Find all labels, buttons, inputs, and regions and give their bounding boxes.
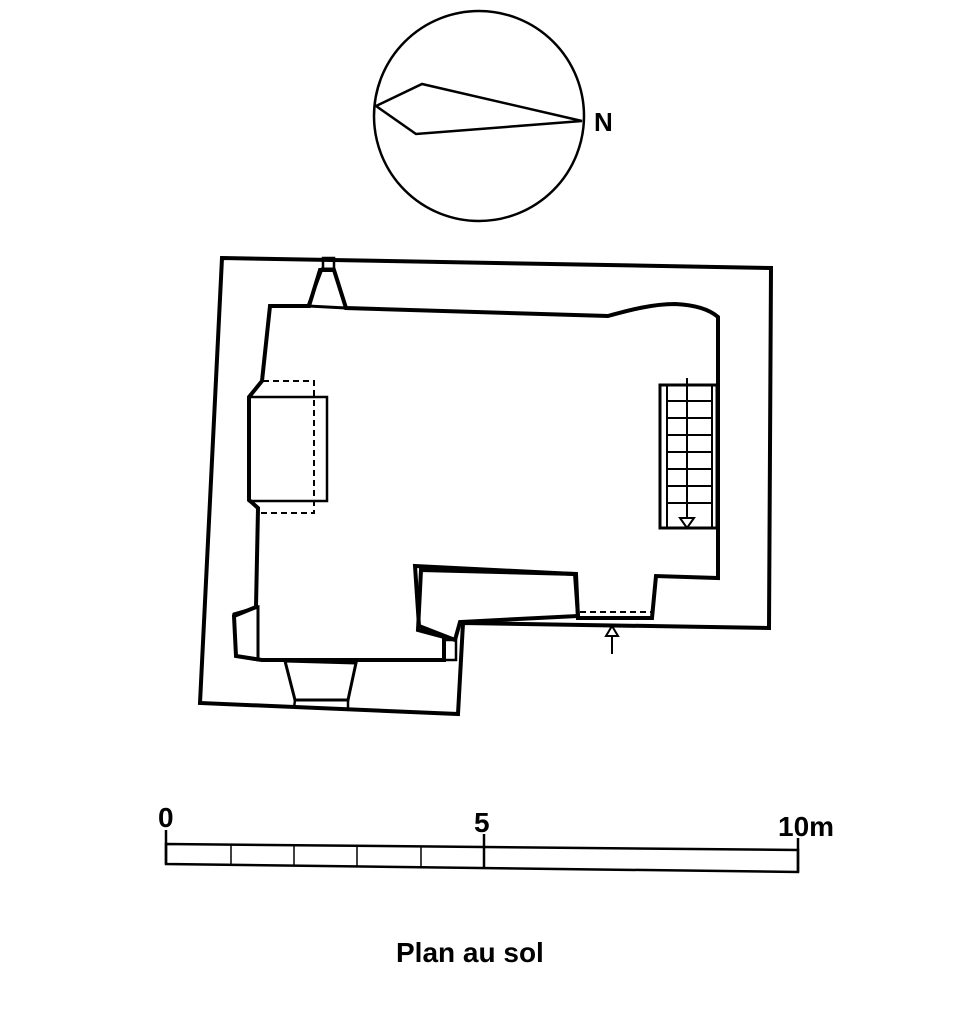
east-small-window	[442, 638, 458, 662]
north-label: N	[594, 107, 613, 137]
vestibule-block	[412, 563, 581, 643]
building-plan	[197, 255, 774, 717]
fireplace-hood-dashed	[258, 380, 315, 514]
scale-label-10m: 10m	[778, 811, 834, 842]
southwest-niche	[232, 605, 260, 662]
compass-circle	[372, 9, 586, 223]
entrance-door	[580, 611, 652, 654]
staircase	[658, 378, 719, 530]
scale-label-5: 5	[474, 807, 490, 838]
entrance-arrow-icon	[604, 624, 620, 637]
fireplace-block	[247, 395, 329, 503]
north-arrow-icon	[373, 82, 583, 136]
plan-caption: Plan au sol	[396, 937, 544, 968]
scale-bar-outline	[164, 842, 800, 874]
south-window	[283, 659, 358, 710]
stair-direction-arrow-icon	[678, 517, 696, 530]
scale-bar	[164, 830, 800, 874]
inner-room-outline	[231, 268, 720, 662]
north-window	[305, 256, 349, 310]
north-compass: N	[372, 9, 613, 223]
scale-label-0: 0	[158, 802, 174, 833]
